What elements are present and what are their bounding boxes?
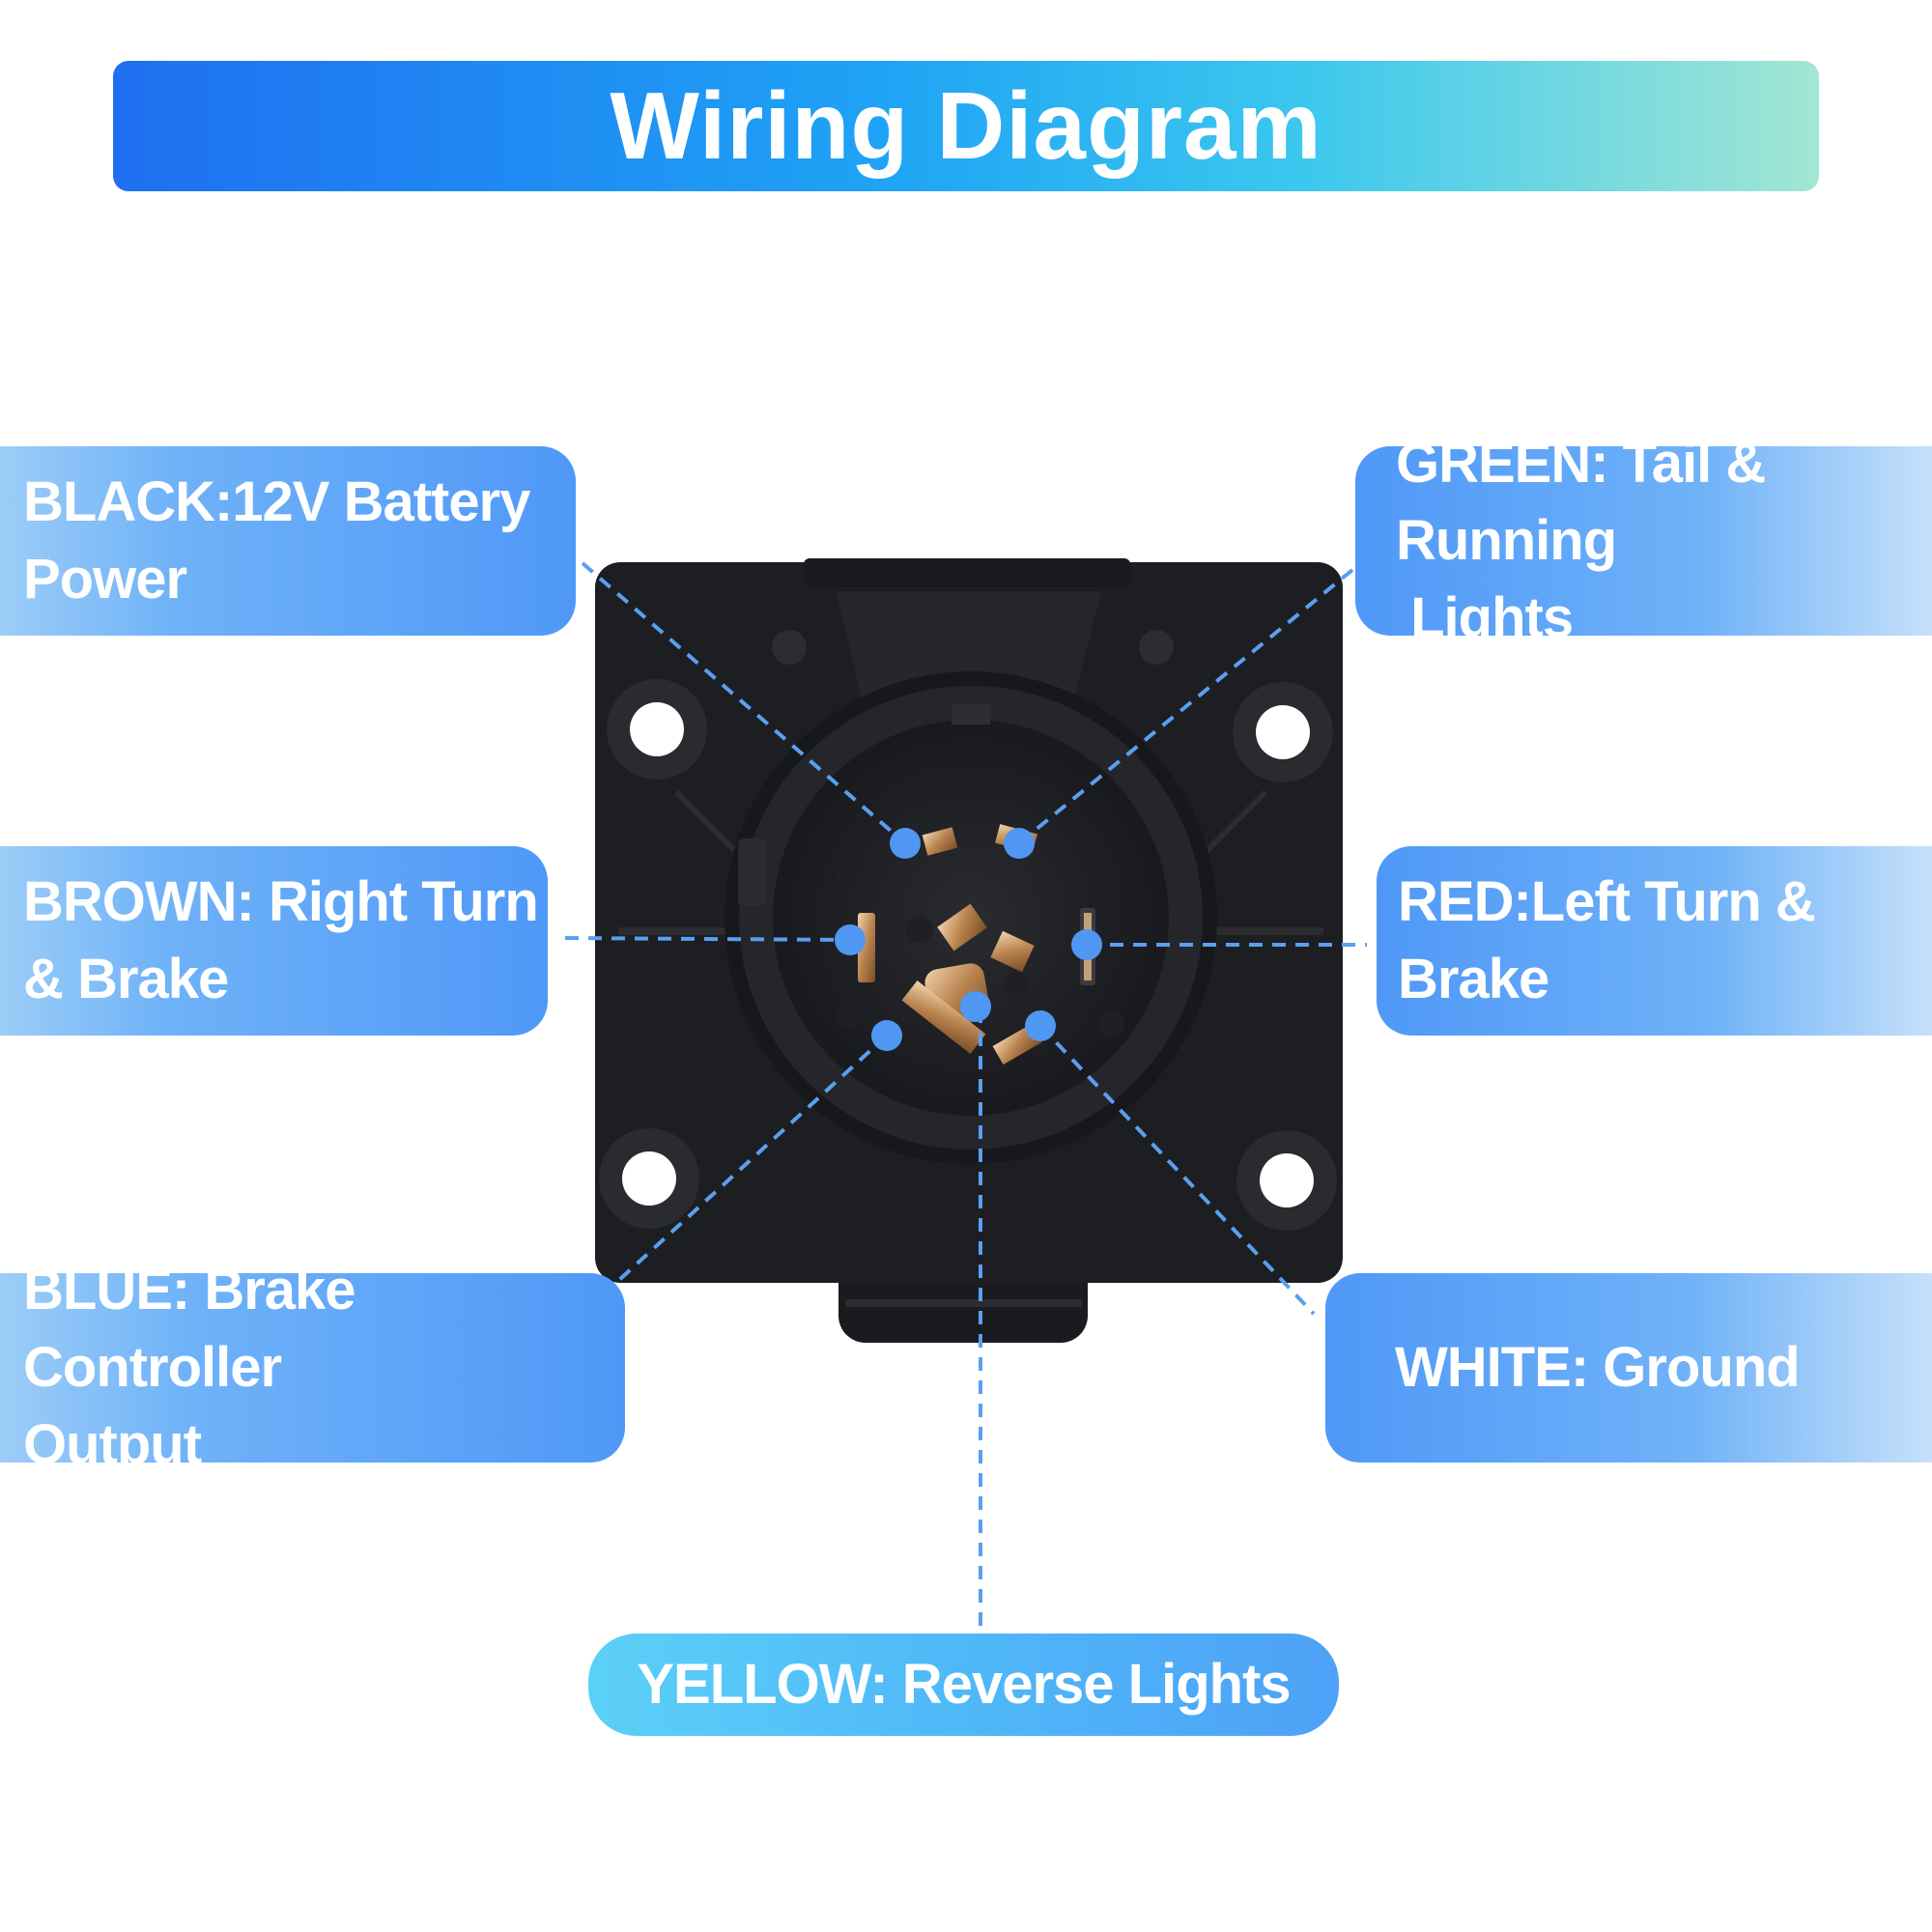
pin-center-upper xyxy=(937,903,1035,973)
diagram-title: Wiring Diagram xyxy=(610,72,1322,179)
label-yellow-line-1: YELLOW: Reverse Lights xyxy=(637,1653,1291,1716)
label-red-line-1: RED:Left Turn & Brake xyxy=(1398,870,1816,1010)
pin-marker-white xyxy=(1025,1010,1056,1041)
mounting-hole-top-left xyxy=(607,679,707,780)
pin-marker-red xyxy=(1071,929,1102,960)
pin-top-left xyxy=(922,827,958,856)
leader-line-green xyxy=(1017,568,1354,845)
pin-left xyxy=(858,913,875,982)
leader-line-brown xyxy=(564,936,851,942)
leader-line-black xyxy=(581,561,907,845)
pin-marker-yellow xyxy=(960,991,991,1022)
mounting-hole-bottom-left xyxy=(599,1128,699,1229)
label-blue-brake-controller: BLUE: Brake Controller Output xyxy=(0,1259,625,1476)
label-green-line-1: GREEN: Tail & Running xyxy=(1396,432,1766,572)
label-green-line-2: Lights xyxy=(1396,586,1574,649)
label-black-line-2: Power xyxy=(23,548,187,611)
label-black-battery-power: BLACK:12V Battery Power xyxy=(0,446,576,636)
pin-marker-black xyxy=(890,828,921,859)
pin-marker-green xyxy=(1004,828,1035,859)
label-blue-line-1: BLUE: Brake Controller xyxy=(23,1259,356,1399)
label-white-ground: WHITE: Ground xyxy=(1325,1273,1932,1463)
leader-line-blue xyxy=(607,1034,889,1292)
label-brown-line-1: BROWN: Right Turn xyxy=(23,870,539,933)
mounting-hole-bottom-right xyxy=(1236,1130,1337,1231)
label-yellow-reverse-lights: YELLOW: Reverse Lights xyxy=(588,1634,1339,1736)
pin-markers xyxy=(835,828,1102,1051)
label-white-line-1: WHITE: Ground xyxy=(1395,1336,1801,1399)
label-red-left-turn: RED:Left Turn & Brake xyxy=(1377,846,1932,1036)
label-black-line-1: BLACK:12V Battery xyxy=(23,470,530,533)
pin-marker-brown xyxy=(835,924,866,955)
label-brown-right-turn: BROWN: Right Turn & Brake xyxy=(0,846,548,1036)
label-brown-line-2: & Brake xyxy=(23,948,229,1010)
leader-lines xyxy=(564,561,1367,1631)
label-blue-line-2: Output xyxy=(23,1413,202,1476)
label-green-tail-running: GREEN: Tail & Running Lights xyxy=(1355,432,1932,649)
pin-marker-blue xyxy=(871,1020,902,1051)
mounting-hole-top-right xyxy=(1233,682,1333,782)
leader-line-white xyxy=(1038,1024,1316,1316)
pin-bottom-left xyxy=(901,980,986,1054)
title-banner: Wiring Diagram xyxy=(113,61,1819,191)
